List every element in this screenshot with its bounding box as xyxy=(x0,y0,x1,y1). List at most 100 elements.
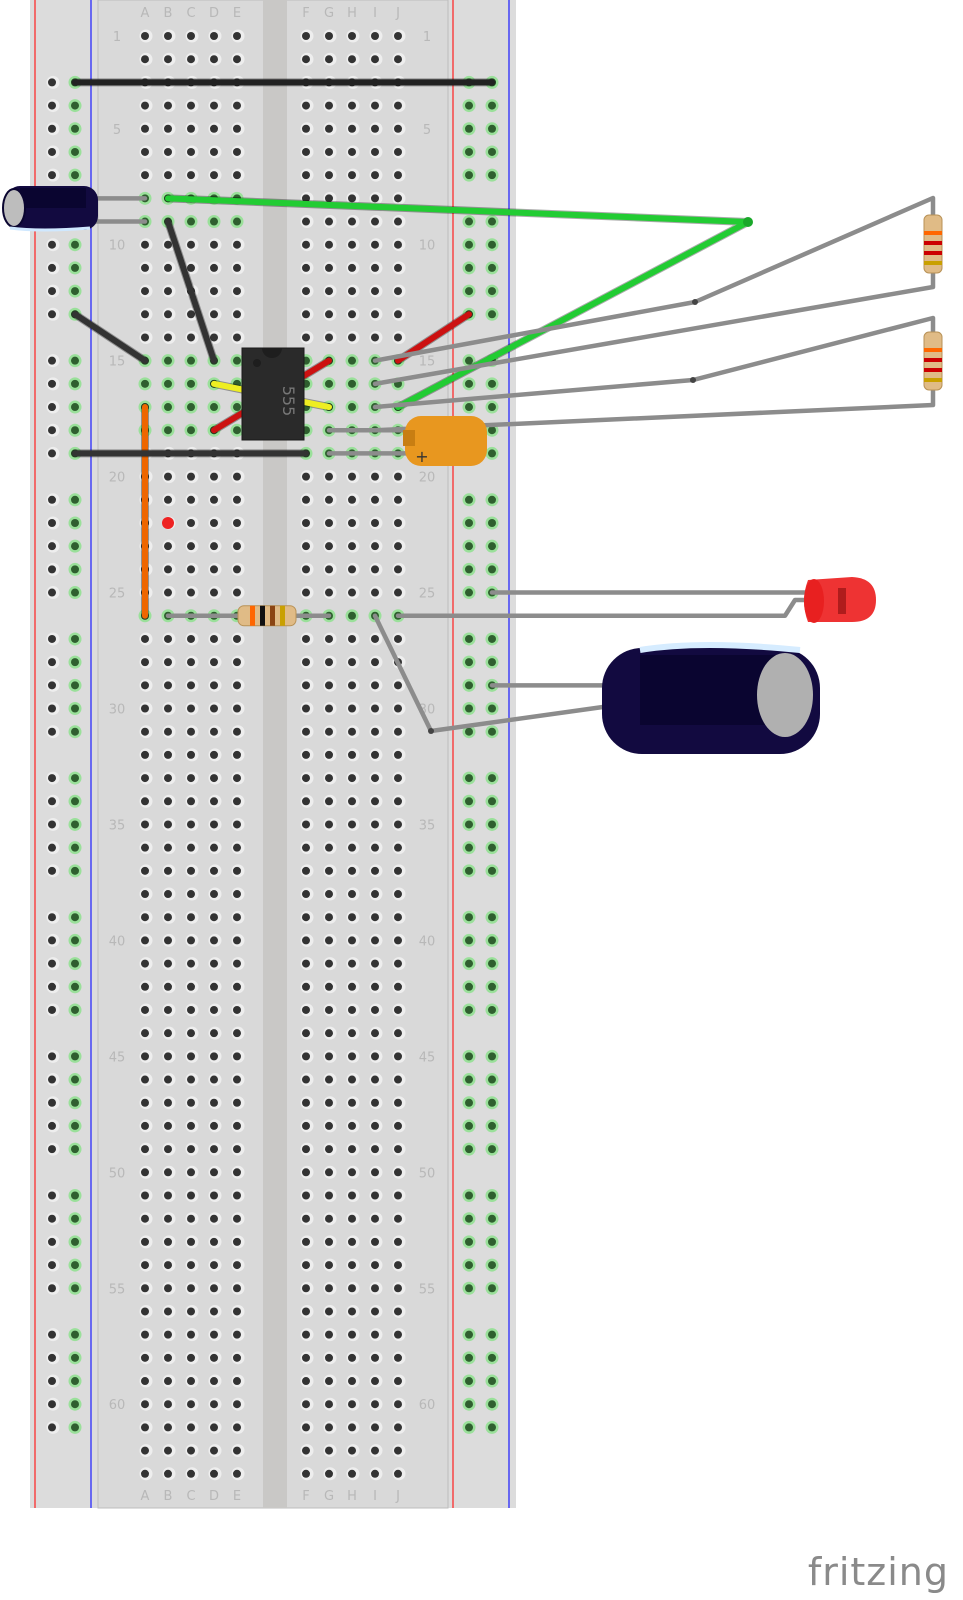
hole-F36[interactable] xyxy=(302,843,310,852)
hole-J36[interactable] xyxy=(394,843,402,852)
hole-A57[interactable] xyxy=(141,1330,149,1339)
rail-left-minus-57[interactable] xyxy=(48,1330,56,1339)
rail-right-a-60[interactable] xyxy=(465,1400,473,1409)
hole-J57[interactable] xyxy=(394,1330,402,1339)
hole-D56[interactable] xyxy=(210,1307,218,1316)
rail-left-minus-15[interactable] xyxy=(48,356,56,365)
hole-G5[interactable] xyxy=(325,124,333,133)
hole-G46[interactable] xyxy=(325,1075,333,1084)
hole-E62[interactable] xyxy=(233,1446,241,1455)
hole-F8[interactable] xyxy=(302,194,310,203)
rail-left-plus-30[interactable] xyxy=(71,704,79,713)
hole-H48[interactable] xyxy=(348,1121,356,1130)
hole-F30[interactable] xyxy=(302,704,310,713)
hole-I38[interactable] xyxy=(371,890,379,899)
hole-E7[interactable] xyxy=(233,171,241,180)
hole-J22[interactable] xyxy=(394,518,402,527)
hole-C22[interactable] xyxy=(187,518,195,527)
hole-D25[interactable] xyxy=(210,588,218,597)
hole-E18[interactable] xyxy=(233,426,241,435)
hole-J42[interactable] xyxy=(394,982,402,991)
rail-right-a-6[interactable] xyxy=(465,147,473,156)
hole-F53[interactable] xyxy=(302,1237,310,1246)
rail-left-minus-43[interactable] xyxy=(48,1005,56,1014)
rail-right-a-42[interactable] xyxy=(465,982,473,991)
hole-B38[interactable] xyxy=(164,890,172,899)
rail-right-b-5[interactable] xyxy=(488,124,496,133)
hole-F37[interactable] xyxy=(302,866,310,875)
hole-F25[interactable] xyxy=(302,588,310,597)
hole-A10[interactable] xyxy=(141,240,149,249)
capacitor-tantalum[interactable]: + xyxy=(403,416,487,466)
hole-J27[interactable] xyxy=(394,634,402,643)
hole-J10[interactable] xyxy=(394,240,402,249)
rail-right-a-24[interactable] xyxy=(465,565,473,574)
hole-C16[interactable] xyxy=(187,379,195,388)
hole-E55[interactable] xyxy=(233,1284,241,1293)
hole-F38[interactable] xyxy=(302,890,310,899)
hole-C33[interactable] xyxy=(187,774,195,783)
hole-C44[interactable] xyxy=(187,1029,195,1038)
hole-C11[interactable] xyxy=(187,263,195,272)
hole-C17[interactable] xyxy=(187,403,195,412)
hole-J40[interactable] xyxy=(394,936,402,945)
hole-A54[interactable] xyxy=(141,1261,149,1270)
hole-G34[interactable] xyxy=(325,797,333,806)
hole-C25[interactable] xyxy=(187,588,195,597)
hole-E59[interactable] xyxy=(233,1377,241,1386)
rail-right-b-19[interactable] xyxy=(488,449,496,458)
rail-right-a-9[interactable] xyxy=(465,217,473,226)
hole-J30[interactable] xyxy=(394,704,402,713)
hole-H12[interactable] xyxy=(348,287,356,296)
hole-E46[interactable] xyxy=(233,1075,241,1084)
rail-left-minus-13[interactable] xyxy=(48,310,56,319)
hole-D7[interactable] xyxy=(210,171,218,180)
rail-left-minus-21[interactable] xyxy=(48,495,56,504)
hole-G48[interactable] xyxy=(325,1121,333,1130)
hole-G21[interactable] xyxy=(325,495,333,504)
hole-G20[interactable] xyxy=(325,472,333,481)
rail-left-plus-54[interactable] xyxy=(71,1261,79,1270)
rail-right-a-23[interactable] xyxy=(465,542,473,551)
rail-right-b-24[interactable] xyxy=(488,565,496,574)
rail-right-b-61[interactable] xyxy=(488,1423,496,1432)
hole-I31[interactable] xyxy=(371,727,379,736)
hole-I44[interactable] xyxy=(371,1029,379,1038)
hole-B29[interactable] xyxy=(164,681,172,690)
hole-A48[interactable] xyxy=(141,1121,149,1130)
hole-D41[interactable] xyxy=(210,959,218,968)
hole-H59[interactable] xyxy=(348,1377,356,1386)
hole-I50[interactable] xyxy=(371,1168,379,1177)
rail-left-minus-60[interactable] xyxy=(48,1400,56,1409)
hole-H5[interactable] xyxy=(348,124,356,133)
hole-D31[interactable] xyxy=(210,727,218,736)
hole-D13[interactable] xyxy=(210,310,218,319)
hole-G45[interactable] xyxy=(325,1052,333,1061)
rail-right-b-53[interactable] xyxy=(488,1237,496,1246)
rail-right-a-46[interactable] xyxy=(465,1075,473,1084)
hole-I54[interactable] xyxy=(371,1261,379,1270)
hole-A42[interactable] xyxy=(141,982,149,991)
hole-A58[interactable] xyxy=(141,1353,149,1362)
hole-I29[interactable] xyxy=(371,681,379,690)
rail-left-plus-43[interactable] xyxy=(71,1005,79,1014)
hole-F39[interactable] xyxy=(302,913,310,922)
rail-right-a-35[interactable] xyxy=(465,820,473,829)
hole-H29[interactable] xyxy=(348,681,356,690)
hole-J25[interactable] xyxy=(394,588,402,597)
hole-B31[interactable] xyxy=(164,727,172,736)
rail-right-b-31[interactable] xyxy=(488,727,496,736)
hole-D12[interactable] xyxy=(210,287,218,296)
hole-H58[interactable] xyxy=(348,1353,356,1362)
hole-C41[interactable] xyxy=(187,959,195,968)
hole-C23[interactable] xyxy=(187,542,195,551)
hole-F2[interactable] xyxy=(302,55,310,64)
rail-left-plus-11[interactable] xyxy=(71,263,79,272)
hole-G62[interactable] xyxy=(325,1446,333,1455)
rail-left-plus-60[interactable] xyxy=(71,1400,79,1409)
hole-I10[interactable] xyxy=(371,240,379,249)
hole-F45[interactable] xyxy=(302,1052,310,1061)
hole-H26[interactable] xyxy=(348,611,356,620)
rail-right-b-35[interactable] xyxy=(488,820,496,829)
hole-H53[interactable] xyxy=(348,1237,356,1246)
